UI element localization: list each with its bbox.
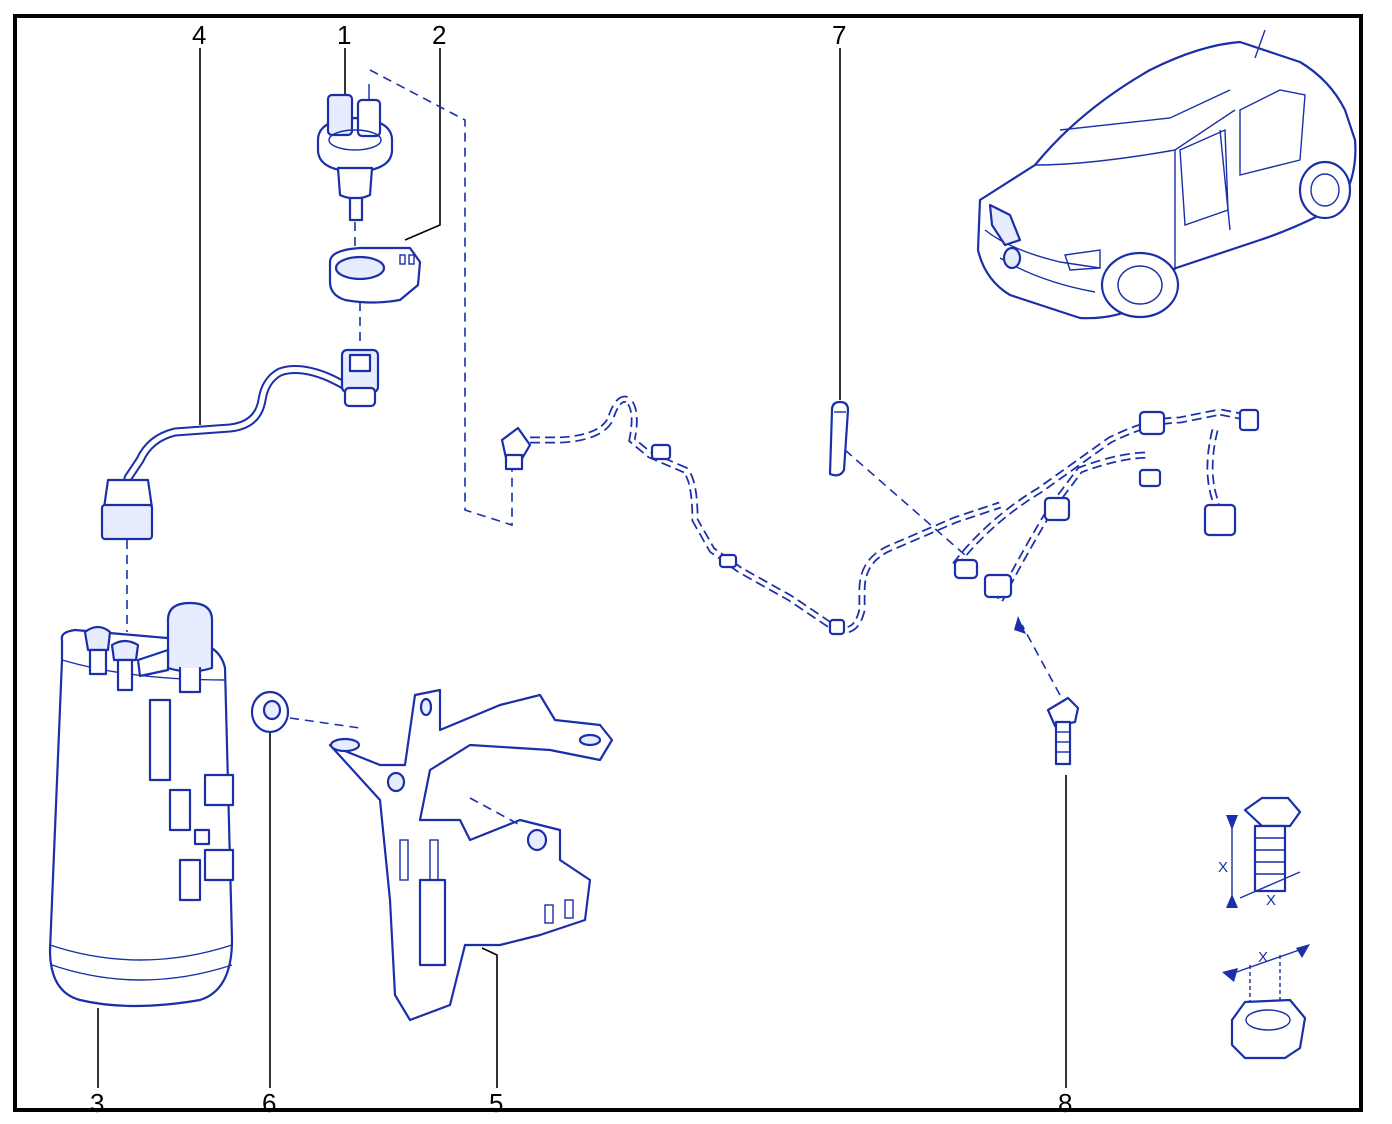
callout-4: 4 [192,20,206,50]
callout-5: 5 [489,1088,503,1118]
axis-1-pipe [369,69,513,527]
mounting-bolt [1046,696,1080,766]
callout-7: 7 [832,20,846,50]
callout-1: 1 [337,20,351,50]
bolt-diameter-label: X [1266,892,1276,909]
arrow-down-icon [1226,815,1238,830]
axis-bracket [469,797,521,826]
vehicle-locator [976,29,1357,320]
tightening-symbol-nut: X [1222,944,1310,1060]
callout-2: 2 [432,20,446,50]
arrow-left-icon [1222,968,1238,982]
bolt-dim-label: X [1218,859,1228,876]
callout-6: 6 [262,1088,276,1118]
arrow-up-icon [1226,894,1238,908]
callout-leaders [97,48,1067,1088]
axis-8 [1021,624,1061,696]
axis-7 [844,449,966,556]
grommet-nut [250,690,290,734]
vapor-hose-assembly [100,348,380,541]
arrow-8-icon [1014,616,1026,634]
nut-dim-label: X [1258,949,1268,966]
fuel-vapor-pipe-phantom [500,395,1260,636]
purge-solenoid-valve [316,84,394,222]
axis-6-5 [289,717,361,729]
canister-bracket [328,688,614,1022]
callout-3: 3 [90,1088,104,1118]
tightening-symbol-bolt: X X [1218,796,1302,909]
arrow-right-icon [1296,944,1310,958]
retaining-pin [828,400,850,477]
callout-8: 8 [1058,1088,1072,1118]
callout-labels: 1 2 3 4 5 6 7 8 [90,20,1072,1118]
charcoal-canister [48,601,235,1008]
mounting-clip [328,246,422,304]
